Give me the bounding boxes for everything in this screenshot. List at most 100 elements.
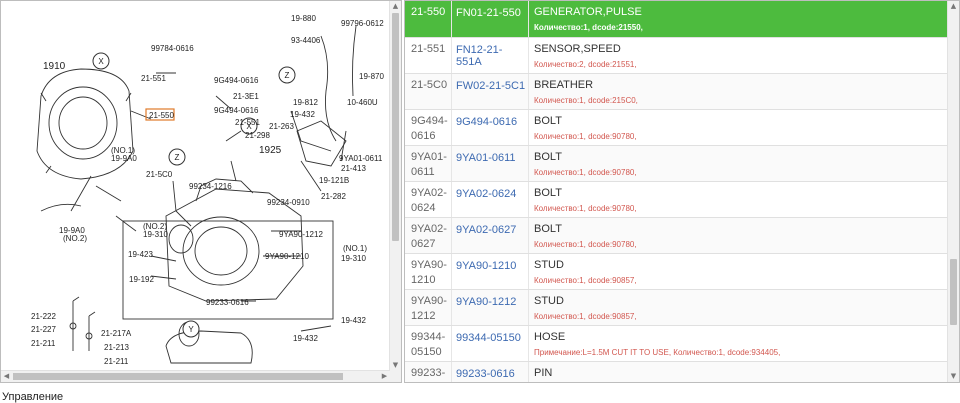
svg-text:(NO.2): (NO.2) <box>63 234 87 243</box>
part-code-text[interactable]: 9YA01-0611 <box>456 151 516 164</box>
part-code-link[interactable]: 9YA90-1212 <box>451 289 529 326</box>
part-name: STUD <box>534 294 564 307</box>
part-code-text[interactable]: 9YA90-1210 <box>456 259 517 272</box>
part-code-link[interactable]: FN01-21-550 <box>451 1 529 38</box>
svg-text:19-310: 19-310 <box>341 254 366 263</box>
part-detail: Количество:2, dcode:21551, <box>534 59 637 69</box>
part-code-text[interactable]: 9YA90-1212 <box>456 295 517 308</box>
scroll-thumb[interactable] <box>950 259 957 325</box>
svg-text:19-9A0: 19-9A0 <box>111 154 137 163</box>
svg-text:9YA90-1210: 9YA90-1210 <box>265 252 309 261</box>
scroll-down-arrow-icon[interactable]: ▼ <box>950 372 957 380</box>
part-number: 9YA02-0624 <box>405 181 452 218</box>
scroll-thumb[interactable] <box>392 13 399 241</box>
part-code-link[interactable]: 9YA02-0624 <box>451 181 529 218</box>
scroll-up-arrow-icon[interactable]: ▲ <box>392 2 399 10</box>
scroll-left-arrow-icon[interactable]: ◀ <box>3 372 10 380</box>
svg-text:21-222: 21-222 <box>31 312 56 321</box>
part-number: 21-551 <box>405 37 452 74</box>
scroll-right-arrow-icon[interactable]: ▶ <box>381 372 388 380</box>
svg-text:19-192: 19-192 <box>129 275 154 284</box>
svg-text:19-880: 19-880 <box>291 14 316 23</box>
svg-text:Z: Z <box>175 153 180 162</box>
part-code-text[interactable]: 9YA02-0627 <box>456 223 517 236</box>
svg-text:(NO.2): (NO.2) <box>143 222 167 231</box>
part-code-text[interactable]: 99233-0616 <box>456 367 515 380</box>
svg-text:19-9A0: 19-9A0 <box>59 226 85 235</box>
part-description: GENERATOR,PULSE Количество:1, dcode:21550… <box>528 1 949 38</box>
part-name: BOLT <box>534 150 562 163</box>
part-code-link[interactable]: 9YA01-0611 <box>451 145 529 182</box>
svg-text:1910: 1910 <box>43 61 66 72</box>
svg-text:21-551: 21-551 <box>141 74 166 83</box>
svg-text:21-263: 21-263 <box>269 122 294 131</box>
svg-text:99796-0612: 99796-0612 <box>341 19 384 28</box>
part-code-text[interactable]: FW02-21-5C1 <box>456 79 526 92</box>
scroll-up-arrow-icon[interactable]: ▲ <box>950 2 957 10</box>
part-code-text[interactable]: 9YA02-0624 <box>456 187 517 200</box>
diagram-highlight-label[interactable]: 21-550 <box>149 111 174 120</box>
parts-vertical-scrollbar[interactable]: ▲ ▼ <box>947 1 959 382</box>
part-name: PIN <box>534 366 553 379</box>
part-code-text[interactable]: 99344-05150 <box>456 331 521 344</box>
part-code-link[interactable]: FW02-21-5C1 <box>451 73 529 110</box>
part-code-link[interactable]: FN12-21-551A <box>451 37 529 74</box>
svg-text:21-211: 21-211 <box>31 339 56 348</box>
svg-text:Y: Y <box>188 325 194 334</box>
part-detail: Количество:1, dcode:215C0, <box>534 95 638 105</box>
part-code-link[interactable]: 9G494-0616 <box>451 109 529 146</box>
part-number: 9YA01-0611 <box>405 145 452 182</box>
part-detail: Количество:1, dcode:21550, <box>534 23 643 32</box>
part-name: GENERATOR,PULSE <box>534 6 642 18</box>
part-detail: Количество:1, dcode:90780, <box>534 131 637 141</box>
svg-text:93-4406: 93-4406 <box>291 36 321 45</box>
part-detail: Количество:1, dcode:90780, <box>534 203 637 213</box>
svg-text:21-213: 21-213 <box>104 343 129 352</box>
svg-text:(NO.1): (NO.1) <box>111 146 135 155</box>
part-name: BOLT <box>534 222 562 235</box>
part-code-link[interactable]: 99344-05150 <box>451 325 529 362</box>
svg-text:9YA90-1212: 9YA90-1212 <box>279 230 323 239</box>
diagram-horizontal-scrollbar[interactable]: ◀ ▶ <box>1 370 390 382</box>
svg-text:21-298: 21-298 <box>245 131 270 140</box>
diagram-vertical-scrollbar[interactable]: ▲ ▼ <box>389 1 401 382</box>
svg-text:1925: 1925 <box>259 145 282 156</box>
svg-text:99234-0910: 99234-0910 <box>267 198 310 207</box>
part-number: 21-550 <box>405 1 452 38</box>
parts-table: 21-550 FN01-21-550 GENERATOR,PULSE Количест… <box>405 1 949 382</box>
part-code-link[interactable]: 9YA02-0627 <box>451 217 529 254</box>
svg-text:9G494-0616: 9G494-0616 <box>214 76 259 85</box>
svg-text:19-432: 19-432 <box>341 316 366 325</box>
part-code-text[interactable]: FN01-21-550 <box>456 7 521 19</box>
svg-text:10-460U: 10-460U <box>347 98 378 107</box>
part-code-text[interactable]: FN12-21-551A <box>456 43 503 68</box>
svg-text:19-432: 19-432 <box>290 110 315 119</box>
parts-list-pane: 21-550 FN01-21-550 GENERATOR,PULSE Количест… <box>404 0 960 383</box>
scroll-down-arrow-icon[interactable]: ▼ <box>392 361 399 369</box>
table-row[interactable]: 9YA02-0624 9YA02-0624 BOLT Количество:1, dc… <box>405 181 949 218</box>
part-name: STUD <box>534 258 564 271</box>
part-name: BOLT <box>534 186 562 199</box>
part-detail: Количество:1, dcode:90857, <box>534 311 637 321</box>
svg-text:Z: Z <box>285 71 290 80</box>
table-row[interactable]: 21-550 FN01-21-550 GENERATOR,PULSE Количест… <box>405 1 949 38</box>
part-code-link[interactable]: 99233-0616 <box>451 361 529 382</box>
part-code-text[interactable]: 9G494-0616 <box>456 115 518 128</box>
scroll-thumb[interactable] <box>13 373 343 380</box>
svg-text:21-282: 21-282 <box>321 192 346 201</box>
part-code-link[interactable]: 9YA90-1210 <box>451 253 529 290</box>
part-description: BOLT Количество:1, dcode:90780, <box>528 109 949 146</box>
part-name: BOLT <box>534 114 562 127</box>
